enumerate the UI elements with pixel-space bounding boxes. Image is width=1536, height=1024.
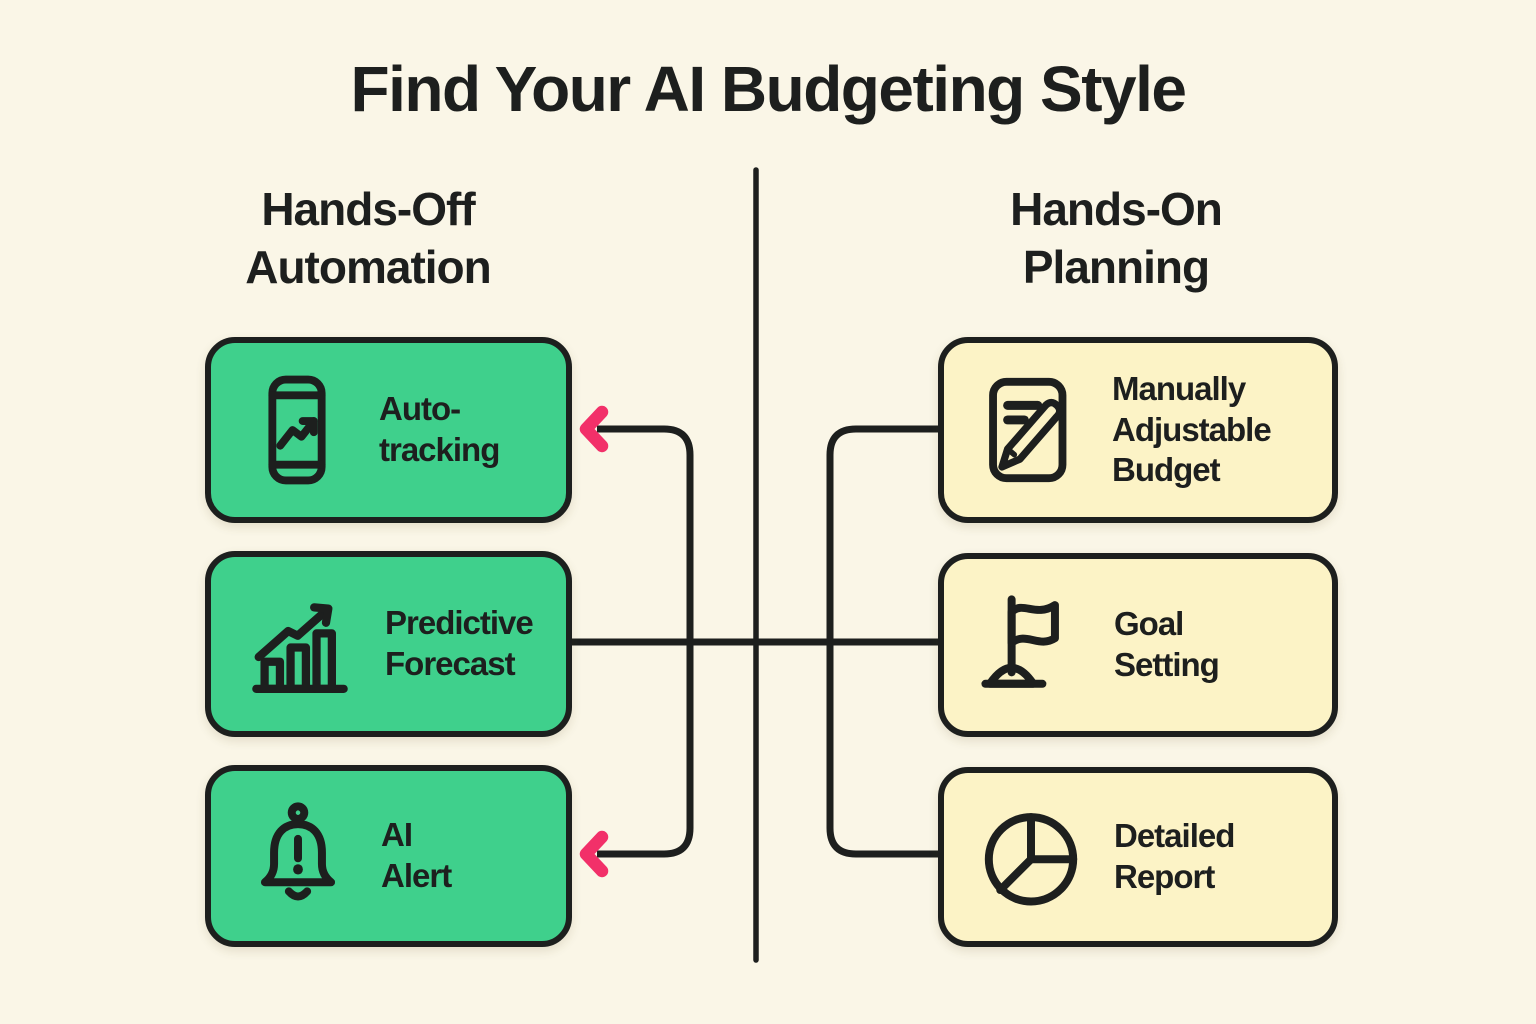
card-label: Manually Adjustable Budget [1112,369,1272,489]
card-goal-setting: Goal Setting [938,553,1338,737]
card-ai-alert: AI Alert [205,765,572,947]
bar-chart-growth-icon [241,585,359,703]
pink-arrow-icon [579,830,609,878]
card-label: Predictive Forecast [385,604,534,682]
card-label: AI Alert [381,816,452,894]
card-detailed-report: Detailed Report [938,767,1338,947]
card-label: Auto- tracking [379,390,500,468]
connector-left-branch [597,425,694,858]
alert-bell-icon [241,799,355,913]
note-pencil-icon [974,371,1086,489]
smartphone-trend-icon [241,370,353,490]
pink-arrow-icon [579,405,609,453]
card-predictive-forecast: Predictive Forecast [205,551,572,737]
right-column-header: Hands-On Planning [1010,183,1223,294]
page-title: Find Your AI Budgeting Style [350,53,1187,125]
card-manually-adjustable-budget: Manually Adjustable Budget [938,337,1338,523]
pie-chart-icon [974,800,1088,914]
card-label: Goal Setting [1114,605,1220,683]
card-auto-tracking: Auto- tracking [205,337,572,523]
goal-flag-icon [974,588,1088,702]
card-label: Detailed Report [1114,817,1235,895]
left-column-header: Hands-Off Automation [245,183,492,294]
connector-right-branch [826,425,938,858]
